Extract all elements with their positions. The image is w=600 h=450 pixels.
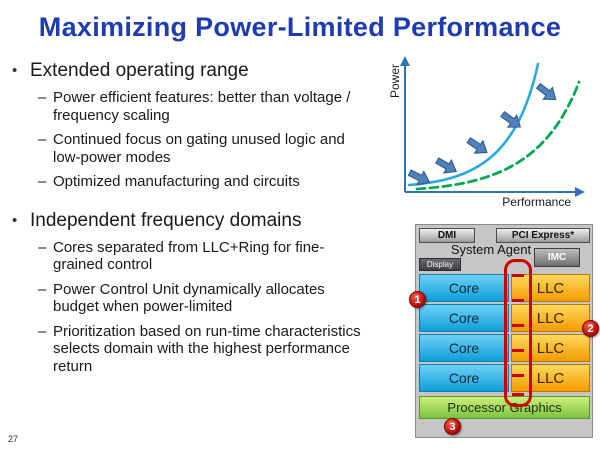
page-number: 27 xyxy=(8,434,19,444)
llc-box: LLC xyxy=(511,334,590,362)
dmi-box: DMI xyxy=(419,228,475,243)
shift-arrows xyxy=(405,79,561,190)
llc-box: LLC xyxy=(511,304,590,332)
cpu-die-diagram: DMI PCI Express* System Agent Display IM… xyxy=(409,224,599,438)
page-title: Maximizing Power-Limited Performance xyxy=(38,12,562,42)
sub-bullet: Power efficient features: better than vo… xyxy=(38,89,371,124)
die-row: Core LLC xyxy=(419,364,590,392)
display-box: Display xyxy=(419,258,461,271)
core-box: Core xyxy=(419,274,509,302)
block-arrow-icon xyxy=(433,153,461,179)
core-box: Core xyxy=(419,334,509,362)
die-row: Core LLC xyxy=(419,274,590,302)
core-box: Core xyxy=(419,304,509,332)
solid-power-curve xyxy=(407,62,540,187)
y-axis-label: Power xyxy=(388,64,402,98)
y-axis-arrowhead xyxy=(400,56,410,66)
imc-box: IMC xyxy=(534,248,580,267)
x-axis-label: Performance xyxy=(502,195,571,209)
block-arrow-icon xyxy=(533,79,561,106)
system-agent-label: System Agent xyxy=(450,242,532,257)
sub-bullet: Prioritization based on run-time charact… xyxy=(38,323,371,376)
power-performance-chart: Power Performance xyxy=(383,52,595,214)
processor-graphics-box: Processor Graphics xyxy=(419,396,590,419)
callout-3-badge: 3 xyxy=(444,418,461,435)
pci-express-box: PCI Express* xyxy=(496,228,590,243)
x-axis-arrowhead xyxy=(575,187,585,197)
bullet-extended-operating-range: Extended operating range xyxy=(10,60,386,82)
core-box: Core xyxy=(419,364,509,392)
bullet-independent-frequency-domains: Independent frequency domains xyxy=(10,210,386,232)
sub-bullet: Cores separated from LLC+Ring for fine-g… xyxy=(38,239,371,274)
llc-box: LLC xyxy=(511,364,590,392)
callout-1-badge: 1 xyxy=(409,291,426,308)
llc-box: LLC xyxy=(511,274,590,302)
bullet-list: Extended operating range Power efficient… xyxy=(10,60,386,383)
callout-2-badge: 2 xyxy=(582,320,599,337)
sub-bullet: Power Control Unit dynamically allocates… xyxy=(38,281,371,316)
ring-interconnect xyxy=(504,259,532,407)
sub-bullet: Optimized manufacturing and circuits xyxy=(38,173,371,191)
dashed-extended-curve xyxy=(415,80,581,191)
block-arrow-icon xyxy=(497,107,526,134)
die-row: Core LLC xyxy=(419,304,590,332)
die-row: Core LLC xyxy=(419,334,590,362)
sub-bullet: Continued focus on gating unused logic a… xyxy=(38,131,371,166)
block-arrow-icon xyxy=(464,133,492,160)
